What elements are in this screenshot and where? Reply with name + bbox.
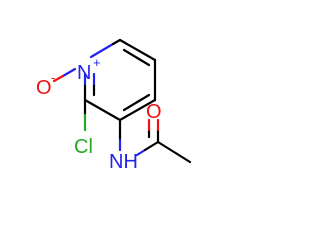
atom-n-oxide: N	[77, 62, 91, 84]
bond-c-methyl	[156, 140, 192, 164]
atom-chlorine: Cl	[74, 136, 93, 158]
bond-c3-c2	[83, 98, 122, 122]
bond-c4-c3-inner	[122, 93, 151, 112]
bond-nh-co-n	[135, 148, 147, 157]
atom-n-oxide-charge: +	[93, 55, 101, 70]
structure-diagram: N + O - Cl NH O	[36, 38, 192, 173]
bond-n-o	[61, 67, 77, 78]
bond-n1-c6	[89, 42, 115, 59]
atom-o-oxide-charge: -	[51, 70, 55, 85]
bond-n1-c6-tail	[111, 38, 122, 46]
molecule-canvas: N + O - Cl NH O	[36, 38, 192, 173]
bond-nh-co	[143, 140, 160, 152]
bond-c6-c5	[118, 38, 157, 62]
bond-c4-c3	[118, 98, 157, 122]
atom-carbonyl-o: O	[146, 101, 162, 123]
atom-amide-nh: NH	[109, 151, 138, 173]
bond-c6-c5-inner	[122, 48, 151, 67]
bond-n-o-o	[52, 74, 65, 83]
atom-o-oxide: O	[36, 77, 52, 99]
